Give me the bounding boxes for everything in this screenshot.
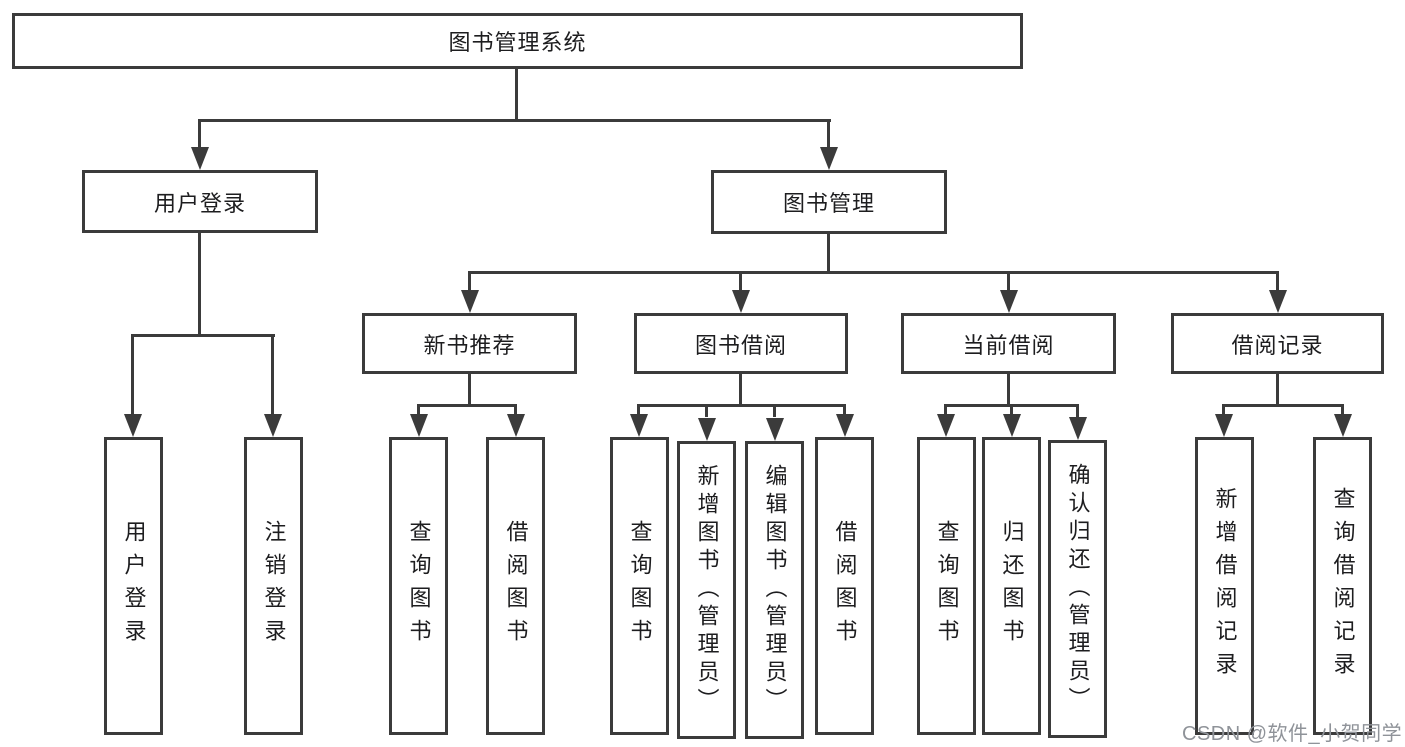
arrow-down-icon [507, 414, 525, 437]
csdn-watermark: CSDN @软件_小贺同学 [1182, 723, 1403, 745]
edge-drop-leaf [944, 404, 947, 417]
leaf-label: 查询图书 [934, 520, 960, 652]
leaf-label: 查询图书 [627, 520, 653, 652]
edge-drop-leaf [514, 404, 517, 417]
leaf-query-books: 查询图书 [389, 437, 448, 735]
edge-level2-splitter [198, 119, 831, 122]
edge-drop-leaf-logout [271, 334, 274, 416]
edge-new-book-drop [468, 374, 471, 406]
arrow-down-icon [836, 414, 854, 437]
arrow-down-icon [124, 414, 142, 437]
leaf-label: 用户登录 [121, 520, 147, 652]
edge-drop-leaf [1222, 404, 1225, 417]
leaf-label: 查询借阅记录 [1330, 487, 1356, 685]
node-book-management: 图书管理 [711, 170, 947, 234]
arrow-down-icon [1269, 290, 1287, 313]
edge-borrow-records-drop [1276, 374, 1279, 406]
edge-drop-leaf [843, 404, 846, 417]
arrow-down-icon [1000, 290, 1018, 313]
arrow-down-icon [191, 147, 209, 170]
leaf-label: 新增图书（管理员） [694, 464, 720, 716]
arrow-down-icon [732, 290, 750, 313]
edge-drop-leaf [1341, 404, 1344, 417]
arrow-down-icon [1334, 414, 1352, 437]
leaf-label: 确认归还（管理员） [1065, 463, 1091, 715]
leaf-borrow-books: 借阅图书 [486, 437, 545, 735]
edge-drop-leaf [1076, 404, 1079, 418]
edge-user-login-drop [198, 232, 201, 336]
edge-drop-current-borrow [1007, 271, 1010, 293]
edge-book-management-drop [827, 234, 830, 274]
arrow-down-icon [1069, 417, 1087, 440]
edge-drop-leaf [1010, 404, 1013, 417]
edge-drop-leaf-login [131, 334, 134, 416]
leaf-confirm-return-admin: 确认归还（管理员） [1048, 440, 1107, 738]
edge-drop-leaf [417, 404, 420, 417]
edge-drop-borrow-records [1276, 271, 1279, 293]
node-new-book-recommend-label: 新书推荐 [423, 332, 516, 358]
edge-level3-splitter [468, 271, 1279, 274]
node-borrow-records-label: 借阅记录 [1231, 332, 1324, 358]
leaf-label: 借阅图书 [503, 520, 529, 652]
edge-book-borrow-splitter [637, 404, 846, 407]
leaf-add-books-admin: 新增图书（管理员） [677, 441, 736, 739]
node-root: 图书管理系统 [12, 13, 1023, 69]
leaf-label: 查询图书 [406, 520, 432, 652]
edge-drop-book-borrow [739, 271, 742, 293]
leaf-query-borrow-record: 查询借阅记录 [1313, 437, 1372, 735]
edge-drop-leaf [705, 404, 708, 417]
arrow-down-icon [461, 290, 479, 313]
leaf-label: 注销登录 [261, 520, 287, 652]
edge-borrow-records-splitter [1222, 404, 1344, 407]
arrow-down-icon [630, 414, 648, 437]
node-current-borrow: 当前借阅 [901, 313, 1116, 374]
edge-drop-new-book [468, 271, 471, 293]
leaf-return-books: 归还图书 [982, 437, 1041, 735]
leaf-query-books: 查询图书 [917, 437, 976, 735]
edge-current-borrow-drop [1007, 374, 1010, 406]
edge-drop-leaf [773, 404, 776, 417]
node-book-management-label: 图书管理 [782, 191, 875, 216]
node-current-borrow-label: 当前借阅 [962, 332, 1055, 358]
node-user-login-label: 用户登录 [153, 190, 246, 216]
node-book-borrow: 图书借阅 [634, 313, 848, 374]
node-new-book-recommend: 新书推荐 [362, 313, 577, 374]
leaf-user-login: 用户登录 [104, 437, 163, 735]
edge-user-login-splitter [131, 334, 275, 337]
arrow-down-icon [1215, 414, 1233, 437]
leaf-logout: 注销登录 [244, 437, 303, 735]
leaf-query-books: 查询图书 [610, 437, 669, 735]
arrow-down-icon [410, 414, 428, 437]
edge-new-book-splitter [417, 404, 517, 407]
arrow-down-icon [937, 414, 955, 437]
leaf-label: 新增借阅记录 [1212, 487, 1238, 685]
node-root-label: 图书管理系统 [448, 30, 587, 55]
edge-root-drop [515, 68, 518, 121]
leaf-edit-books-admin: 编辑图书（管理员） [745, 441, 804, 739]
leaf-label: 借阅图书 [832, 520, 858, 652]
arrow-down-icon [264, 414, 282, 437]
edge-drop-user-login [198, 119, 201, 149]
edge-drop-leaf [637, 404, 640, 417]
arrow-down-icon [820, 147, 838, 170]
node-borrow-records: 借阅记录 [1171, 313, 1384, 374]
arrow-down-icon [1003, 414, 1021, 437]
node-book-borrow-label: 图书借阅 [694, 332, 787, 358]
leaf-borrow-books: 借阅图书 [815, 437, 874, 735]
leaf-add-borrow-record: 新增借阅记录 [1195, 437, 1254, 735]
arrow-down-icon [698, 418, 716, 441]
arrow-down-icon [766, 418, 784, 441]
edge-book-borrow-drop [739, 374, 742, 406]
leaf-label: 编辑图书（管理员） [762, 464, 788, 716]
node-user-login: 用户登录 [82, 170, 318, 233]
edge-drop-book-management [827, 119, 830, 149]
leaf-label: 归还图书 [999, 520, 1025, 652]
